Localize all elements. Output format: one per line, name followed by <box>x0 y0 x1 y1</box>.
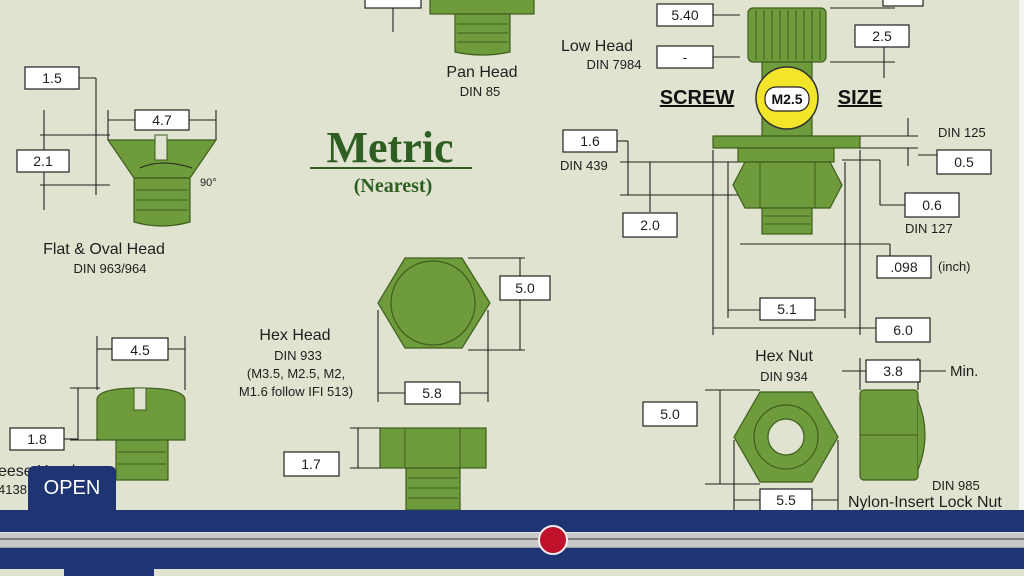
dim-box-5-1 <box>759 297 816 321</box>
hex-nut-part <box>733 391 839 483</box>
dim-box-0-5 <box>936 149 992 175</box>
low-head-din: DIN 7984 <box>587 57 642 72</box>
screw-label: SCREW <box>660 87 735 109</box>
pan-head-part <box>429 0 535 56</box>
washer-nut-assembly <box>712 135 861 235</box>
cheese-head-part <box>96 387 186 481</box>
dim-box-0-6 <box>904 192 960 218</box>
hex-head-din: DIN 933 <box>274 348 322 363</box>
dim-5-8: 5.8 <box>422 385 442 401</box>
metric-chart: Metric (Nearest) Pan Head DIN 85 1.5 2.1… <box>0 0 1002 510</box>
dim-4-5: 4.5 <box>130 342 150 358</box>
dim-box-5-8 <box>404 381 461 405</box>
dim-2-0: 2.0 <box>640 217 660 233</box>
dim-5-0-nut: 5.0 <box>660 406 680 422</box>
dim-box-098 <box>876 255 932 279</box>
dim-1-8: 1.8 <box>27 431 47 447</box>
pan-head-din: DIN 85 <box>460 84 500 99</box>
hex-nut-label: Hex Nut <box>755 348 813 365</box>
dim-0-6: 0.6 <box>922 197 942 213</box>
slider-track-line <box>0 538 1024 540</box>
dim-0-5: 0.5 <box>954 154 974 170</box>
dim-3-8: 3.8 <box>883 363 903 379</box>
screw-size-value: M2.5 <box>771 91 802 107</box>
hex-side-part <box>379 427 487 510</box>
dim-2-1: 2.1 <box>33 153 53 169</box>
dim-box-6-0 <box>875 317 931 343</box>
dim-box-2-0 <box>622 212 678 238</box>
dim-box-1-7 <box>283 451 340 477</box>
din125-label: DIN 125 <box>938 125 986 140</box>
dim-5-1: 5.1 <box>777 301 797 317</box>
dim-box-top-partial <box>882 0 924 7</box>
dim-1-6: 1.6 <box>580 133 600 149</box>
screw-size-pill <box>764 86 810 112</box>
lock-nut-part <box>859 389 926 481</box>
lock-nut-din: DIN 985 <box>932 478 980 493</box>
dim-box-2-5 <box>854 24 910 48</box>
flat-head-label: Flat & Oval Head <box>43 241 165 258</box>
dim-098: .098 <box>890 259 917 275</box>
bottom-strip <box>0 569 1024 576</box>
open-button[interactable]: OPEN <box>28 466 116 512</box>
dim-5-40: 5.40 <box>671 7 698 23</box>
scroll-slider-track[interactable] <box>0 532 1024 548</box>
low-head-label: Low Head <box>561 38 633 55</box>
inch-label: (inch) <box>938 259 971 274</box>
dim-2-5: 2.5 <box>872 28 892 44</box>
pan-height-box <box>364 0 422 9</box>
din439-label: DIN 439 <box>560 158 608 173</box>
dim-6-0: 6.0 <box>893 322 913 338</box>
dim-1-5-flat: 1.5 <box>42 70 62 86</box>
scroll-slider-handle[interactable] <box>538 525 568 555</box>
partial-paren: ) <box>0 159 1 175</box>
cheese-head-din: 4138 <box>0 482 27 497</box>
din127-label: DIN 127 <box>905 221 953 236</box>
dim-1-7: 1.7 <box>301 456 321 472</box>
dim-dash: - <box>683 49 688 65</box>
dim-box-5-5 <box>759 488 813 510</box>
hex-head-note-2: M1.6 follow IFI 513) <box>239 384 353 399</box>
dim-box-3-8 <box>865 359 921 383</box>
diagram-viewer: Metric (Nearest) Pan Head DIN 85 1.5 2.1… <box>0 0 1024 510</box>
angle-label: 90° <box>200 177 217 189</box>
hex-head-note-1: (M3.5, M2.5, M2, <box>247 366 345 381</box>
dim-box-5-0-nut <box>642 401 698 427</box>
flat-head-din: DIN 963/964 <box>74 261 147 276</box>
chart-subtitle: (Nearest) <box>354 175 432 197</box>
pan-head-label: Pan Head <box>446 64 517 81</box>
strip-segment <box>64 569 154 576</box>
dim-5-5: 5.5 <box>776 492 796 508</box>
dim-box-5-0-hex <box>499 275 551 301</box>
flat-head-part <box>106 134 218 227</box>
chart-title: Metric <box>327 123 454 172</box>
dim-4-7: 4.7 <box>152 112 172 128</box>
hex-head-part <box>377 257 491 349</box>
size-label: SIZE <box>838 87 882 109</box>
viewer-edge <box>1019 0 1024 510</box>
dim-5-0-hex: 5.0 <box>515 280 535 296</box>
hex-nut-din: DIN 934 <box>760 369 808 384</box>
min-label: Min. <box>950 363 978 380</box>
hex-head-label: Hex Head <box>259 327 330 344</box>
dim-box-2-1 <box>16 149 70 173</box>
lock-nut-label: Nylon-Insert Lock Nut <box>848 494 1002 510</box>
